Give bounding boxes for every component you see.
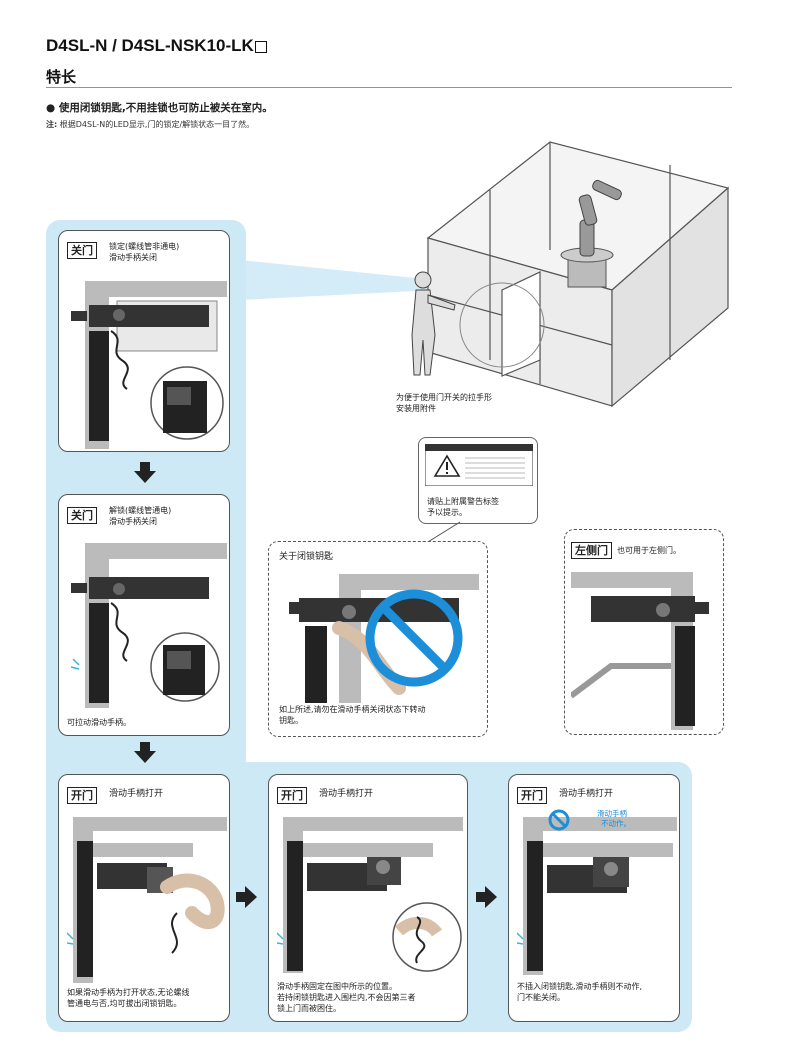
key-removal-image (67, 817, 227, 983)
note: 注: 根据D4SL-N的LED显示,门的锁定/解锁状态一目了然。 (46, 119, 254, 130)
panel3-caption-line1: 如果滑动手柄为打开状态,无论螺线 (67, 988, 190, 997)
cell-caption-line2: 安装用附件 (396, 404, 436, 413)
panel3-caption-line2: 管通电与否,均可拔出闭锁钥匙。 (67, 999, 182, 1008)
tag-open-1: 开门 (67, 787, 97, 804)
panel-open-2: 开门 滑动手柄打开 滑动手柄固定在图中所示的位置。 若持闭锁钥匙进入围栏内,不会… (268, 774, 468, 1022)
tag-open-2: 开门 (277, 787, 307, 804)
feature-bullet: ● 使用闭锁钥匙,不用挂锁也可防止被关在室内。 (46, 102, 273, 114)
note-label: 注: (46, 120, 58, 129)
section-divider (46, 87, 732, 88)
panel3-text: 滑动手柄打开 (109, 789, 164, 799)
panel2-line1: 解锁(螺线管通电) (109, 506, 172, 515)
key-panel-title: 关于闭锁钥匙 (279, 552, 334, 562)
panel4-caption-line1: 滑动手柄固定在图中所示的位置。 (277, 982, 397, 991)
tag-left-door: 左侧门 (571, 542, 612, 559)
panel2-caption: 可拉动滑动手柄。 (67, 718, 131, 727)
panel5-caption-line2: 门不能关闭。 (517, 993, 565, 1002)
warning-label-panel: 请贴上附属警告标签 予以提示。 (418, 437, 538, 524)
panel5-text: 滑动手柄打开 (559, 789, 614, 799)
panel4-text: 滑动手柄打开 (319, 789, 374, 799)
checkbox-symbol (254, 40, 267, 53)
key-caption-line1: 如上所述,请勿在滑动手柄关闭状态下转动 (279, 705, 426, 714)
no-label-line2: 不动作。 (601, 819, 631, 828)
warning-caption-line2: 予以提示。 (427, 508, 467, 517)
switch-unlocked-image (70, 543, 227, 708)
arrow-right-stem (236, 892, 245, 902)
left-door-text: 也可用于左侧门。 (617, 546, 681, 555)
robot-cell-illustration (240, 141, 730, 408)
key-caption-line2: 钥匙。 (279, 716, 303, 725)
panel2-line2: 滑动手柄关闭 (109, 517, 157, 526)
no-key-image (517, 809, 677, 975)
key-no-turn-image (289, 574, 479, 703)
cell-caption-line1: 为便于使用门开关的拉手形 (396, 393, 492, 402)
arrow-down-icon-2 (134, 751, 156, 763)
panel1-line1: 锁定(螺线管非通电) (109, 242, 180, 251)
note-text: 根据D4SL-N的LED显示,门的锁定/解锁状态一目了然。 (59, 120, 255, 129)
tag-closed-2: 关门 (67, 507, 97, 524)
tag-open-3: 开门 (517, 787, 547, 804)
switch-locked-image (71, 281, 227, 449)
panel5-caption-line1: 不插入闭锁钥匙,滑动手柄则不动作, (517, 982, 643, 991)
cell-caption: 为便于使用门开关的拉手形 安装用附件 (396, 392, 492, 414)
panel1-line2: 滑动手柄关闭 (109, 253, 157, 262)
arrow-right-stem-2 (476, 892, 485, 902)
page-title: D4SL-N / D4SL-NSK10-LK (46, 36, 267, 56)
arrow-down-stem-2 (140, 742, 150, 751)
panel-closed-locked: 关门 锁定(螺线管非通电) 滑动手柄关闭 (58, 230, 230, 452)
panel4-caption-line3: 锁上门而被困住。 (277, 1004, 341, 1013)
arrow-right-icon-2 (485, 886, 497, 908)
no-label-line1: 滑动手柄 (597, 809, 627, 818)
warning-caption-line1: 请贴上附属警告标签 (427, 497, 499, 506)
warning-label-image (425, 444, 533, 486)
panel-open-1: 开门 滑动手柄打开 如果滑动手柄为打开状态,无论螺线 管通电与否,均可拔出闭锁钥… (58, 774, 230, 1022)
section-title: 特长 (46, 68, 77, 86)
key-warning-panel: 关于闭锁钥匙 如上所述,请勿在滑动手柄关闭状态下转动 钥匙。 (268, 541, 488, 737)
panel4-caption-line2: 若持闭锁钥匙进入围栏内,不会因第三者 (277, 993, 416, 1002)
left-door-switch-image (571, 572, 709, 730)
arrow-down-icon (134, 471, 156, 483)
panel-closed-unlocked: 关门 解锁(螺线管通电) 滑动手柄关闭 可拉动滑动手柄。 (58, 494, 230, 736)
left-door-panel: 左侧门 也可用于左侧门。 (564, 529, 724, 735)
arrow-right-icon (245, 886, 257, 908)
arrow-down-stem (140, 462, 150, 471)
panel-open-3: 开门 滑动手柄打开 滑动手柄 不动作。 不插入闭锁钥匙,滑动手柄则不动作, 门不… (508, 774, 680, 1022)
tag-closed: 关门 (67, 242, 97, 259)
handle-fixed-image (277, 817, 463, 973)
